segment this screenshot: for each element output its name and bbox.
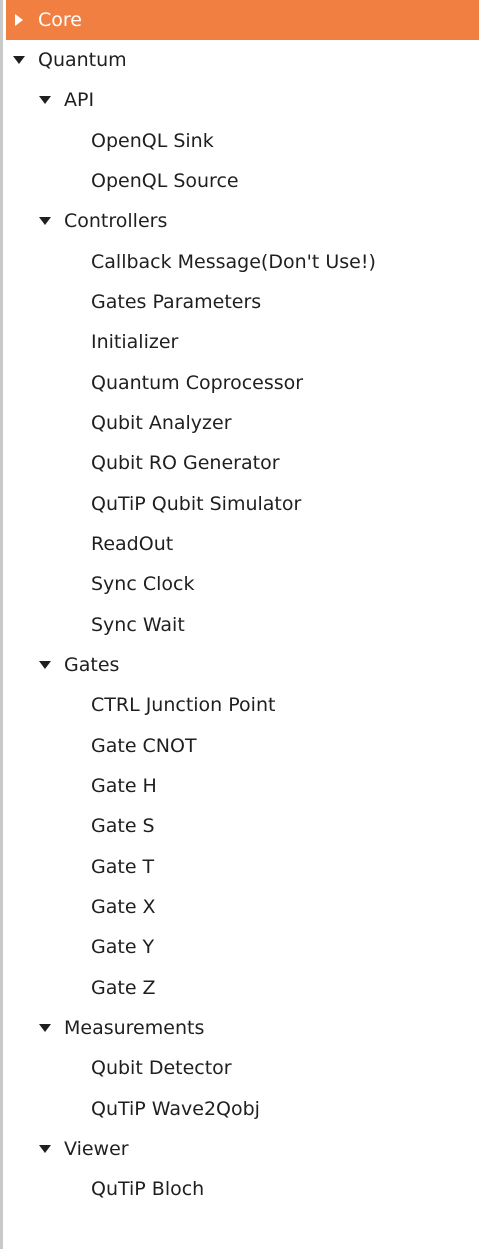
tree-item-label: Qubit Detector: [91, 1057, 232, 1079]
caret-down-icon[interactable]: [38, 1129, 52, 1169]
tree-item-openql-sink[interactable]: OpenQL Sink: [6, 121, 479, 161]
caret-down-icon[interactable]: [12, 40, 26, 80]
tree-item-label: Gate T: [91, 856, 155, 878]
tree-item-label: Measurements: [64, 1017, 205, 1039]
tree-item-label: OpenQL Source: [91, 170, 239, 192]
tree-item-label: QuTiP Bloch: [91, 1178, 205, 1200]
tree-item-label: OpenQL Sink: [91, 130, 214, 152]
tree-item-controllers[interactable]: Controllers: [6, 201, 479, 241]
tree-item-label: QuTiP Wave2Qobj: [91, 1098, 260, 1120]
caret-down-icon[interactable]: [38, 80, 52, 120]
tree-item-label: API: [64, 89, 95, 111]
tree-item-label: Gates: [64, 654, 120, 676]
caret-down-icon[interactable]: [38, 645, 52, 685]
tree-item-gate-y[interactable]: Gate Y: [6, 927, 479, 967]
tree-item-qutip-qubit-simulator[interactable]: QuTiP Qubit Simulator: [6, 484, 479, 524]
tree-item-gates-parameters[interactable]: Gates Parameters: [6, 282, 479, 322]
tree-item-ctrl-junction-point[interactable]: CTRL Junction Point: [6, 685, 479, 725]
tree-item-gate-cnot[interactable]: Gate CNOT: [6, 726, 479, 766]
tree-item-label: Qubit RO Generator: [91, 452, 280, 474]
tree-item-sync-clock[interactable]: Sync Clock: [6, 564, 479, 604]
caret-down-icon[interactable]: [38, 201, 52, 241]
tree-item-core[interactable]: Core: [6, 0, 479, 40]
tree-item-label: CTRL Junction Point: [91, 694, 276, 716]
tree-item-label: QuTiP Qubit Simulator: [91, 493, 302, 515]
tree-item-qutip-wave2qobj[interactable]: QuTiP Wave2Qobj: [6, 1089, 479, 1129]
tree-item-label: Gate CNOT: [91, 735, 197, 757]
tree-item-measurements[interactable]: Measurements: [6, 1008, 479, 1048]
tree-item-viewer[interactable]: Viewer: [6, 1129, 479, 1169]
tree-item-readout[interactable]: ReadOut: [6, 524, 479, 564]
tree-item-label: Quantum: [38, 49, 127, 71]
tree-item-gate-z[interactable]: Gate Z: [6, 968, 479, 1008]
tree-item-gates[interactable]: Gates: [6, 645, 479, 685]
tree-item-label: Sync Clock: [91, 573, 195, 595]
tree-item-label: Viewer: [64, 1138, 129, 1160]
tree-item-qubit-ro-generator[interactable]: Qubit RO Generator: [6, 443, 479, 483]
tree-item-gate-x[interactable]: Gate X: [6, 887, 479, 927]
tree-item-label: Gate S: [91, 815, 155, 837]
tree-item-label: Core: [38, 9, 82, 31]
tree-item-quantum[interactable]: Quantum: [6, 40, 479, 80]
caret-down-icon[interactable]: [38, 1008, 52, 1048]
tree-item-label: Initializer: [91, 331, 179, 353]
tree-item-label: Gates Parameters: [91, 291, 262, 313]
tree-item-openql-source[interactable]: OpenQL Source: [6, 161, 479, 201]
tree-item-label: Sync Wait: [91, 614, 185, 636]
tree-item-quantum-coprocessor[interactable]: Quantum Coprocessor: [6, 363, 479, 403]
tree-item-api[interactable]: API: [6, 80, 479, 120]
tree-item-label: Callback Message(Don't Use!): [91, 251, 376, 273]
tree-item-qubit-detector[interactable]: Qubit Detector: [6, 1048, 479, 1088]
tree-item-label: Gate X: [91, 896, 156, 918]
tree-item-label: Quantum Coprocessor: [91, 372, 304, 394]
tree-item-label: ReadOut: [91, 533, 174, 555]
tree-item-gate-s[interactable]: Gate S: [6, 806, 479, 846]
caret-right-icon[interactable]: [12, 0, 26, 40]
tree-item-gate-h[interactable]: Gate H: [6, 766, 479, 806]
tree-item-callback-message[interactable]: Callback Message(Don't Use!): [6, 242, 479, 282]
tree-item-label: Gate H: [91, 775, 157, 797]
tree-item-qutip-bloch[interactable]: QuTiP Bloch: [6, 1169, 479, 1209]
tree-item-label: Gate Y: [91, 936, 155, 958]
tree-item-sync-wait[interactable]: Sync Wait: [6, 605, 479, 645]
tree-item-label: Controllers: [64, 210, 168, 232]
tree-item-label: Gate Z: [91, 977, 156, 999]
tree-item-qubit-analyzer[interactable]: Qubit Analyzer: [6, 403, 479, 443]
tree-item-initializer[interactable]: Initializer: [6, 322, 479, 362]
tree-item-label: Qubit Analyzer: [91, 412, 232, 434]
tree-item-gate-t[interactable]: Gate T: [6, 847, 479, 887]
